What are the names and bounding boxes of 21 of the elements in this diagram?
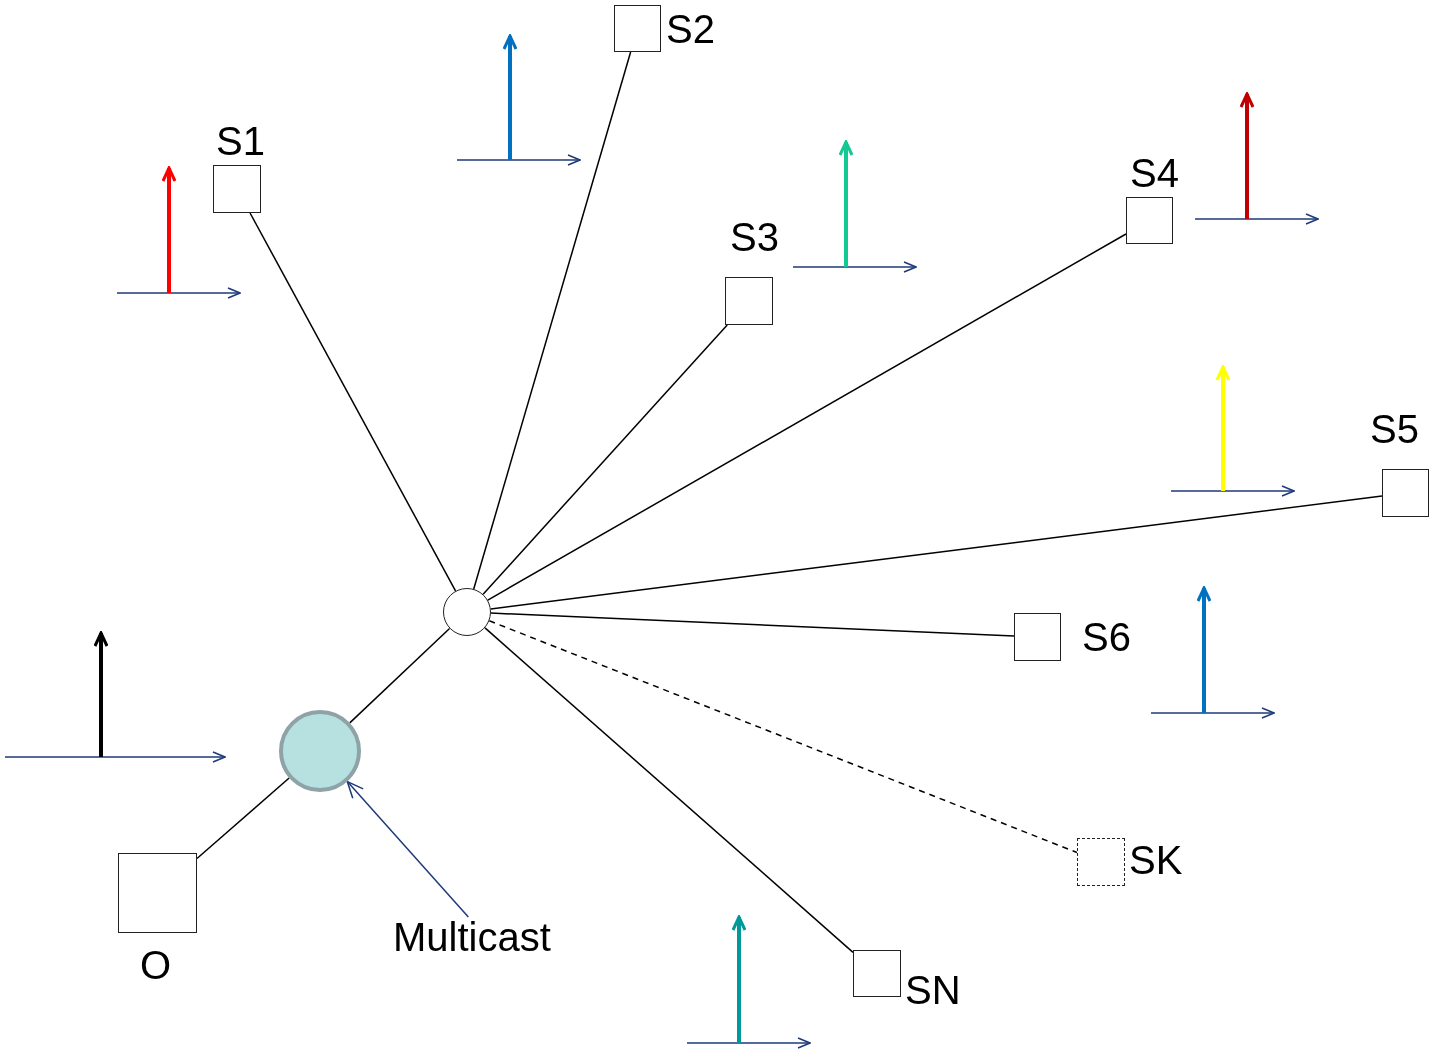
connector-line	[482, 324, 728, 595]
station-label: S4	[1130, 153, 1179, 193]
callout-label: Multicast	[393, 917, 551, 957]
station-label: S5	[1370, 409, 1419, 449]
station-label: S2	[666, 9, 715, 49]
connector-line	[484, 627, 854, 954]
connector-line	[249, 212, 457, 592]
station-label: SK	[1129, 840, 1183, 880]
connector-line	[196, 777, 290, 860]
connector-line	[487, 233, 1127, 601]
station-label: O	[140, 945, 172, 985]
station-label: S1	[216, 121, 265, 161]
connector-line	[490, 495, 1383, 610]
connector-line	[488, 620, 1078, 854]
connector-line	[349, 627, 451, 724]
station-label: SN	[905, 970, 961, 1010]
station-label: S3	[730, 217, 779, 257]
leader-arrow	[346, 780, 470, 918]
connector-line	[490, 612, 1015, 637]
station-label: S6	[1082, 617, 1131, 657]
connector-line	[473, 51, 632, 590]
